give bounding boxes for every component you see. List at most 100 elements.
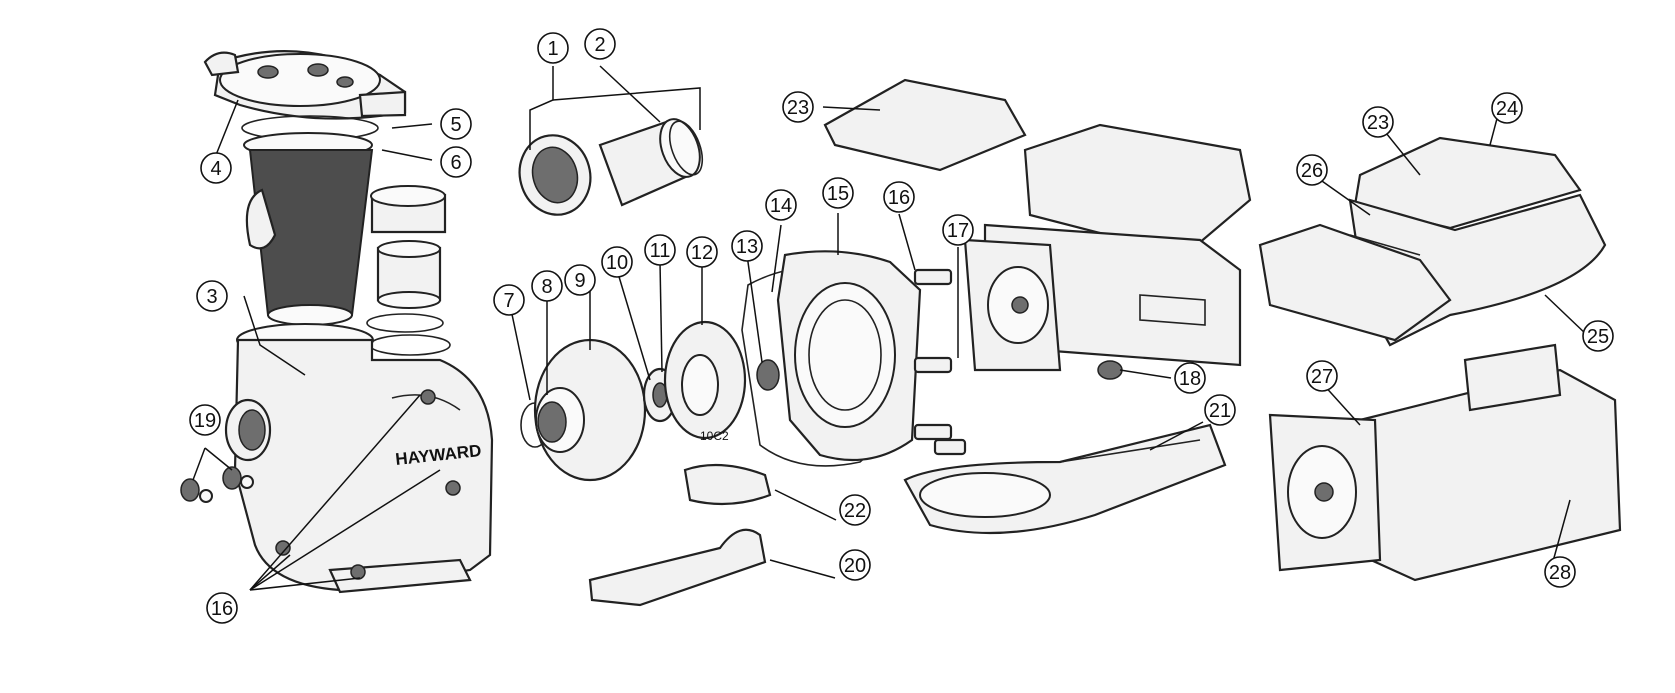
callout-c5: 5 [440, 108, 472, 140]
callout-number: 8 [541, 276, 552, 298]
callout-circle [1296, 154, 1328, 186]
callout-c23b: 23 [1362, 106, 1394, 138]
part-drive-cover-right [1258, 136, 1607, 347]
callout-c12: 12 [686, 236, 718, 268]
callout-circle [1306, 360, 1338, 392]
part-vs-motor-drive [963, 123, 1252, 372]
callout-c16b: 16 [206, 592, 238, 624]
callout-number: 11 [650, 240, 671, 262]
callout-circle [731, 230, 763, 262]
callout-circle [531, 270, 563, 302]
part-pump-housing: HAYWARD [224, 323, 494, 594]
callout-circle [564, 264, 596, 296]
part-drain-plugs [180, 466, 254, 503]
callout-number: 2 [594, 34, 605, 56]
callout-circle [493, 284, 525, 316]
callout-circle [839, 494, 871, 526]
callout-number: 14 [770, 195, 792, 217]
callout-circle [200, 152, 232, 184]
part-foot-pad [683, 463, 772, 506]
part-union-connector [518, 134, 592, 216]
callout-number: 3 [206, 286, 217, 308]
part-impeller-screw [756, 359, 780, 391]
callout-number: 18 [1179, 368, 1201, 390]
part-plug [1097, 360, 1123, 380]
callout-circle [206, 592, 238, 624]
callout-number: 23 [787, 97, 809, 119]
part-strainer-cover [203, 50, 407, 120]
part-diffuser [533, 338, 647, 482]
callout-number: 21 [1209, 400, 1231, 422]
callout-c25: 25 [1582, 320, 1614, 352]
callout-circle [686, 236, 718, 268]
callout-number: 20 [844, 555, 866, 577]
callout-c11: 11 [644, 234, 676, 266]
callout-number: 17 [947, 220, 969, 242]
callout-number: 16 [211, 598, 233, 620]
callout-circle [644, 234, 676, 266]
callout-number: 27 [1311, 366, 1333, 388]
callout-c24: 24 [1491, 92, 1523, 124]
callout-circle [601, 246, 633, 278]
callout-number: 9 [574, 270, 585, 292]
callout-number: 22 [844, 500, 866, 522]
callout-circle [782, 91, 814, 123]
callout-c6: 6 [440, 146, 472, 178]
part-union-fittings [366, 185, 451, 356]
callout-c10: 10 [601, 246, 633, 278]
part-housing-bolts [275, 540, 366, 580]
callout-number: 16 [888, 187, 910, 209]
impeller-text: 10C2 [700, 429, 729, 443]
callout-number: 23 [1367, 112, 1389, 134]
callout-c14: 14 [765, 189, 797, 221]
callout-circle [1544, 556, 1576, 588]
callout-c9: 9 [564, 264, 596, 296]
callout-number: 4 [210, 158, 221, 180]
callout-c8: 8 [531, 270, 563, 302]
callout-c13: 13 [731, 230, 763, 262]
callout-number: 12 [691, 242, 713, 264]
part-impeller: 10C2 [663, 320, 747, 443]
callout-circle [440, 146, 472, 178]
callout-c20: 20 [839, 549, 871, 581]
part-seal-plate [776, 250, 922, 462]
callout-number: 6 [450, 152, 461, 174]
callout-circle [1491, 92, 1523, 124]
callout-number: 7 [503, 290, 514, 312]
callout-number: 19 [194, 410, 216, 432]
callout-c18: 18 [1174, 362, 1206, 394]
part-union-tailpiece [598, 118, 704, 207]
part-motor [1268, 343, 1622, 582]
leader-lines [192, 65, 1589, 591]
callout-c28: 28 [1544, 556, 1576, 588]
callout-number: 5 [450, 114, 461, 136]
callout-circle [942, 214, 974, 246]
callout-circle [1174, 362, 1206, 394]
callout-c17: 17 [942, 214, 974, 246]
callout-circle [584, 28, 616, 60]
callout-number: 10 [606, 252, 628, 274]
callout-c26: 26 [1296, 154, 1328, 186]
callout-c7: 7 [493, 284, 525, 316]
callout-circle [537, 32, 569, 64]
callout-c23a: 23 [782, 91, 814, 123]
part-pump-base [588, 528, 767, 607]
callout-c3: 3 [196, 280, 228, 312]
callout-c1: 1 [537, 32, 569, 64]
callout-number: 25 [1587, 326, 1609, 348]
callout-circle [822, 177, 854, 209]
callout-c2: 2 [584, 28, 616, 60]
callout-number: 13 [736, 236, 758, 258]
callout-c21: 21 [1204, 394, 1236, 426]
callout-c15: 15 [822, 177, 854, 209]
callout-number: 1 [547, 38, 558, 60]
callout-circle [839, 549, 871, 581]
callout-circle [189, 404, 221, 436]
callout-circle [196, 280, 228, 312]
part-mounting-bolts [913, 268, 967, 456]
callout-c19: 19 [189, 404, 221, 436]
callout-circle [883, 181, 915, 213]
callout-c22: 22 [839, 494, 871, 526]
